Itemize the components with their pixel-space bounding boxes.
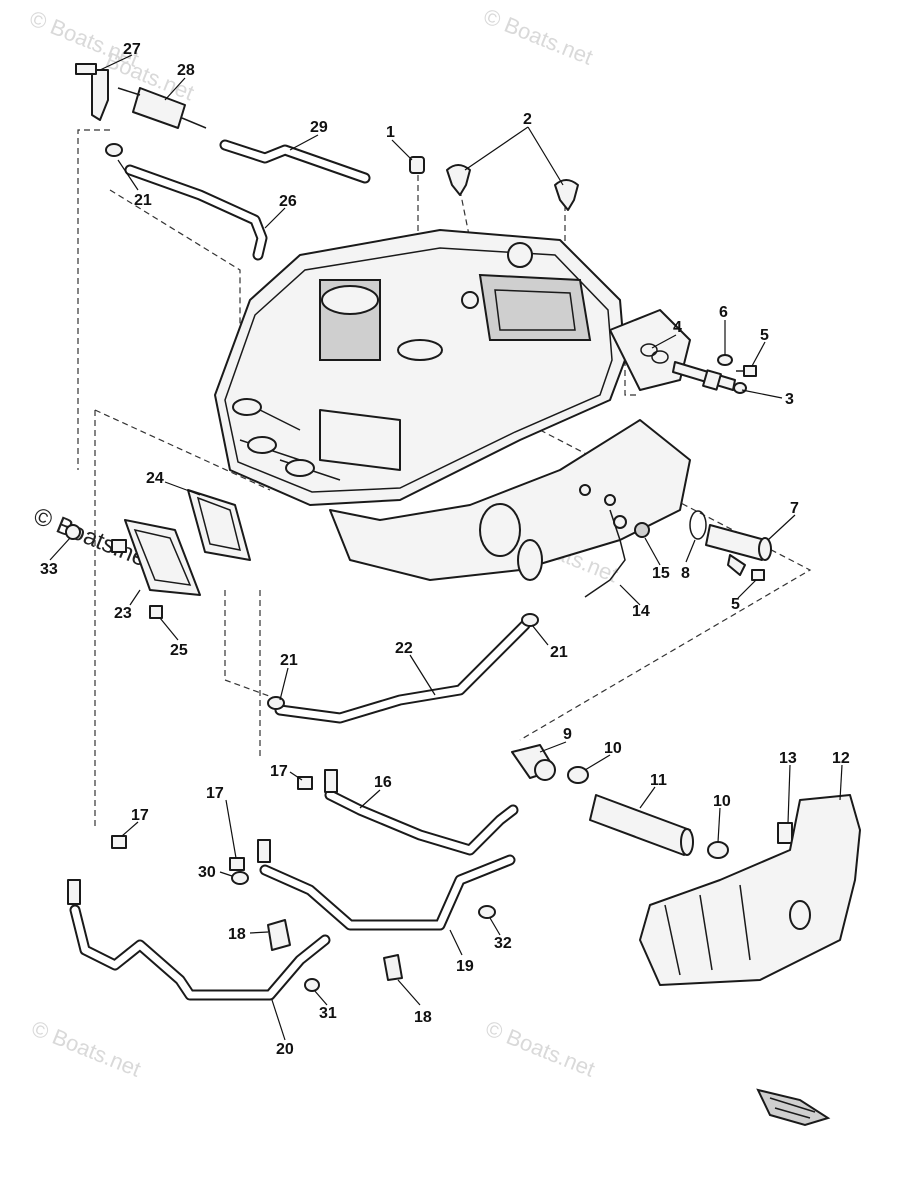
watermark-bottom-mid: © Boats.net	[482, 1015, 598, 1081]
callout-10-a: 10	[604, 740, 622, 757]
part-3-fitting	[672, 361, 747, 394]
part-23-cover	[111, 519, 201, 596]
callout-12: 12	[832, 750, 850, 767]
adaptor-plate	[214, 229, 691, 581]
part-16-hose	[324, 769, 519, 856]
part-4-o-rings	[640, 343, 669, 364]
callout-25: 25	[170, 642, 188, 659]
callout-labels: 27 28 29 1 2 21 26 4 6 5 3 7 8 5 15 14 2…	[40, 41, 850, 1058]
part-31-clamp	[304, 978, 320, 992]
part-17-nut-c	[111, 835, 127, 849]
callout-16: 16	[374, 774, 392, 791]
part-13-bolt	[777, 822, 793, 844]
callout-19: 19	[456, 958, 474, 975]
callout-13: 13	[779, 750, 797, 767]
callout-1: 1	[386, 124, 395, 141]
callout-7: 7	[790, 500, 799, 517]
part-19-hose	[257, 839, 516, 931]
callout-8: 8	[681, 565, 690, 582]
part-9-fitting	[511, 744, 556, 781]
watermark-top-mid: © Boats.net	[480, 3, 596, 69]
part-28-filter	[117, 87, 207, 129]
callout-15: 15	[652, 565, 670, 582]
callout-24: 24	[146, 470, 164, 487]
callout-17-b: 17	[206, 785, 224, 802]
part-32-clamp	[478, 905, 496, 919]
part-10-clamp-b	[707, 841, 729, 859]
part-21-clamp-top	[105, 143, 123, 157]
callout-6: 6	[719, 304, 728, 321]
callout-18-a: 18	[228, 926, 246, 943]
callout-3: 3	[785, 391, 794, 408]
callout-2: 2	[523, 111, 532, 128]
part-10-clamp-a	[567, 766, 589, 784]
part-27-elbow	[75, 63, 109, 121]
part-5-bolt-top	[736, 365, 757, 377]
part-20-hose	[67, 879, 331, 1001]
callout-20: 20	[276, 1041, 294, 1058]
part-5-bolt-bottom	[751, 569, 765, 581]
part-30-cap	[231, 871, 249, 885]
callout-21-right: 21	[550, 644, 568, 661]
part-33-washer	[65, 524, 81, 540]
part-18-clip-a	[267, 919, 291, 951]
callout-5-top: 5	[760, 327, 769, 344]
part-29-hose	[219, 139, 371, 184]
callout-5-bottom: 5	[731, 596, 740, 613]
part-7-housing	[705, 524, 772, 576]
callout-17-a: 17	[270, 763, 288, 780]
callout-leaders	[49, 54, 843, 1041]
part-1-plug	[409, 156, 425, 174]
boat-orientation-icon	[756, 1088, 831, 1127]
callout-21-left: 21	[280, 652, 298, 669]
callout-32: 32	[494, 935, 512, 952]
callout-23: 23	[114, 605, 132, 622]
callout-26: 26	[279, 193, 297, 210]
part-25-bolt	[149, 605, 163, 619]
callout-22: 22	[395, 640, 413, 657]
callout-29: 29	[310, 119, 328, 136]
part-15-bolt	[634, 522, 650, 538]
part-2-grommet-right	[554, 179, 579, 211]
part-24-gasket	[187, 489, 251, 561]
callout-9: 9	[563, 726, 572, 743]
callout-4: 4	[673, 319, 682, 336]
callout-33: 33	[40, 561, 58, 578]
callout-10-b: 10	[713, 793, 731, 810]
part-26-hose	[124, 164, 268, 261]
callout-31: 31	[319, 1005, 337, 1022]
callout-27: 27	[123, 41, 141, 58]
callout-21-top: 21	[134, 192, 152, 209]
part-12-cover	[639, 794, 861, 986]
part-8-o-ring	[689, 510, 707, 540]
callout-28: 28	[177, 62, 195, 79]
callout-14: 14	[632, 603, 650, 620]
callout-11: 11	[650, 772, 667, 789]
part-17-nut-b	[229, 857, 245, 871]
part-2-grommet-left	[446, 164, 471, 196]
callout-17-c: 17	[131, 807, 149, 824]
watermark-bottom-left: © Boats.net	[28, 1015, 144, 1081]
callout-18-b: 18	[414, 1009, 432, 1026]
part-6-washer	[717, 354, 733, 366]
part-22-hose	[274, 619, 531, 724]
part-21-clamp-right	[521, 613, 539, 627]
part-14-sensor	[584, 509, 627, 598]
part-11-hose	[589, 794, 694, 856]
part-18-clip-b	[383, 954, 403, 981]
part-21-clamp-left	[267, 696, 285, 710]
callout-30: 30	[198, 864, 216, 881]
